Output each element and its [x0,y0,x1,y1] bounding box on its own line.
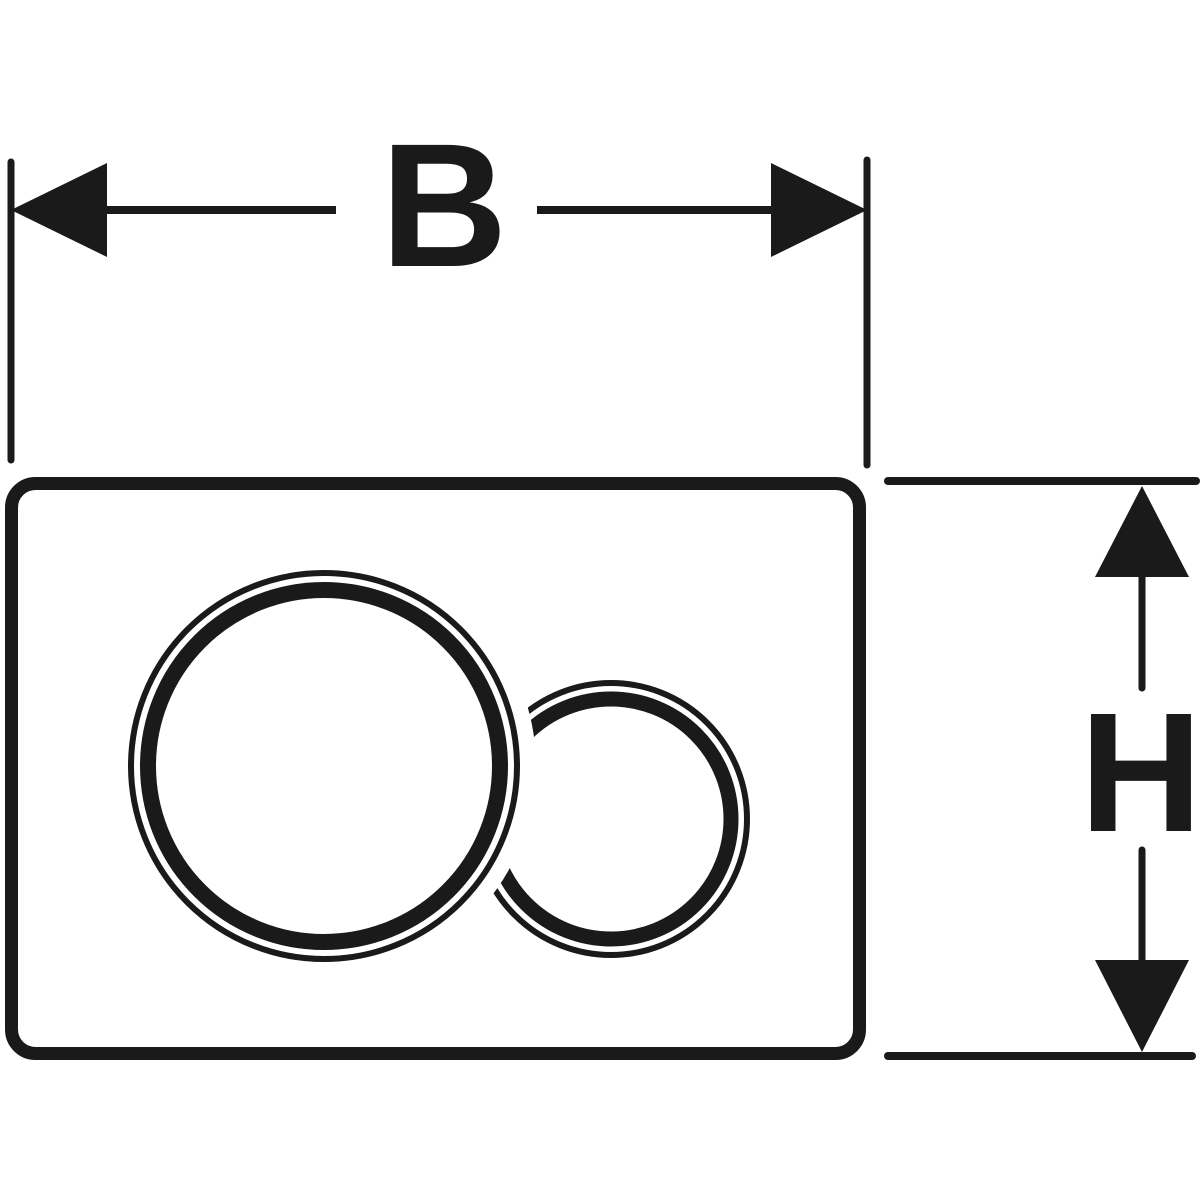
height-dimension: H [884,477,1200,1060]
height-dimension-label: H [1080,678,1200,868]
b-arrowhead-left-icon [11,163,107,257]
width-dimension-label: B [380,108,507,304]
large-flush-button [112,554,536,978]
width-dimension: B [7,108,871,469]
h-arrowhead-down-icon [1095,960,1189,1052]
large-button-inner-ring [140,582,508,950]
large-button-outer-ring [128,570,520,962]
large-button-halo [112,554,536,978]
b-arrowhead-right-icon [771,163,867,257]
h-arrowhead-up-icon [1095,486,1189,577]
